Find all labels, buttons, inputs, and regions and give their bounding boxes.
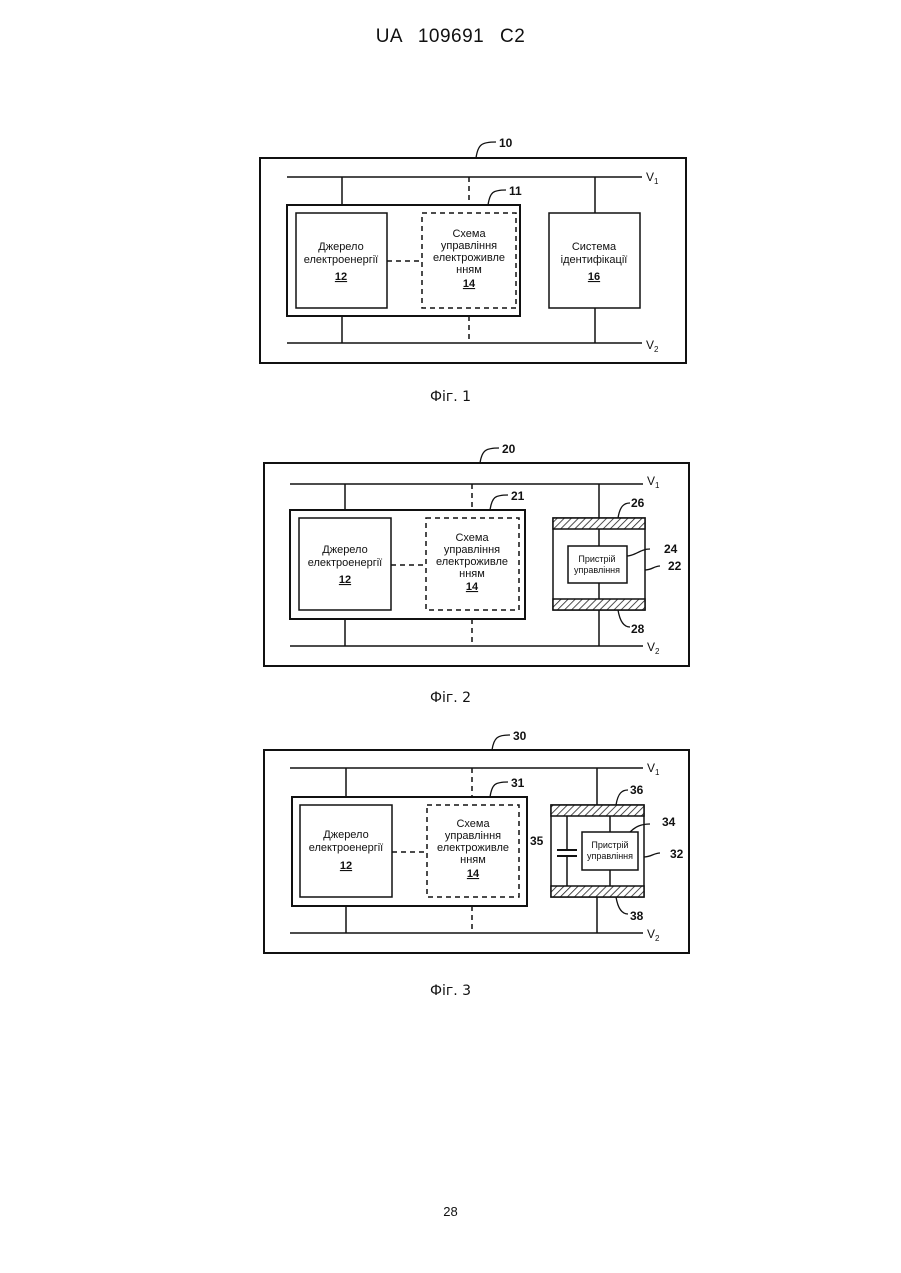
ref-35: 35	[530, 834, 544, 848]
svg-text:12: 12	[340, 860, 352, 872]
svg-text:управління: управління	[444, 544, 500, 556]
ref-36: 36	[630, 783, 644, 797]
ref-30: 30	[513, 729, 527, 743]
ref-32: 32	[670, 847, 684, 861]
svg-text:нням: нням	[456, 264, 482, 276]
svg-text:Схема: Схема	[456, 818, 490, 830]
svg-text:14: 14	[466, 581, 479, 593]
svg-text:Схема: Схема	[455, 532, 489, 544]
figure-2-diagram: 20 V1 V2 21 Джерело електроенергії 12 Сх…	[0, 430, 901, 680]
svg-text:Система: Система	[572, 241, 617, 253]
rail-v2-label: V2	[647, 927, 660, 943]
svg-text:ідентифікації: ідентифікації	[561, 254, 628, 266]
svg-text:14: 14	[467, 868, 480, 880]
figure-1-caption: Фіг. 1	[0, 389, 901, 405]
svg-text:12: 12	[335, 271, 347, 283]
svg-text:16: 16	[588, 271, 600, 283]
figure-3-caption: Фіг. 3	[0, 983, 901, 999]
ref-22: 22	[668, 559, 682, 573]
ref-34: 34	[662, 815, 676, 829]
ref-20: 20	[502, 442, 516, 456]
svg-text:14: 14	[463, 278, 476, 290]
ref-26: 26	[631, 496, 645, 510]
svg-text:Джерело: Джерело	[318, 241, 363, 253]
top-contact-26	[553, 518, 645, 529]
rail-v2-label: V2	[647, 640, 660, 656]
svg-text:Джерело: Джерело	[323, 829, 368, 841]
figure-2-caption: Фіг. 2	[0, 690, 901, 706]
patent-header: UA 109691 C2	[0, 26, 901, 48]
ref-21: 21	[511, 489, 525, 503]
ref-31: 31	[511, 776, 525, 790]
svg-text:управління: управління	[587, 851, 633, 861]
svg-text:електроенергії: електроенергії	[309, 842, 383, 854]
ref-10: 10	[499, 136, 513, 150]
svg-text:Пристрій: Пристрій	[591, 840, 628, 850]
svg-text:Пристрій: Пристрій	[578, 554, 615, 564]
svg-text:електроживле: електроживле	[433, 252, 505, 264]
ref-38: 38	[630, 909, 644, 923]
rail-v2-label: V2	[646, 338, 659, 354]
svg-text:нням: нням	[460, 854, 486, 866]
figure-3-diagram: 30 V1 V2 31 Джерело електроенергії 12 Сх…	[0, 720, 901, 970]
svg-text:управління: управління	[445, 830, 501, 842]
ref-11: 11	[509, 184, 522, 198]
svg-text:Джерело: Джерело	[322, 544, 367, 556]
bottom-contact-38	[551, 886, 644, 897]
svg-text:управління: управління	[574, 565, 620, 575]
figure-1-diagram: 10 V1 V2 11 Джерело електроенергії 12 Сх…	[0, 130, 901, 380]
bottom-contact-28	[553, 599, 645, 610]
rail-v1-label: V1	[647, 474, 660, 490]
svg-text:електроенергії: електроенергії	[308, 557, 382, 569]
svg-text:управління: управління	[441, 240, 497, 252]
svg-text:електроживле: електроживле	[437, 842, 509, 854]
svg-text:електроживле: електроживле	[436, 556, 508, 568]
svg-text:12: 12	[339, 574, 351, 586]
svg-text:Схема: Схема	[452, 228, 486, 240]
ref-24: 24	[664, 542, 678, 556]
rail-v1-label: V1	[646, 170, 659, 186]
rail-v1-label: V1	[647, 761, 660, 777]
svg-text:електроенергії: електроенергії	[304, 254, 378, 266]
ref-28: 28	[631, 622, 645, 636]
page-number: 28	[0, 1204, 901, 1219]
svg-text:нням: нням	[459, 568, 485, 580]
top-contact-36	[551, 805, 644, 816]
